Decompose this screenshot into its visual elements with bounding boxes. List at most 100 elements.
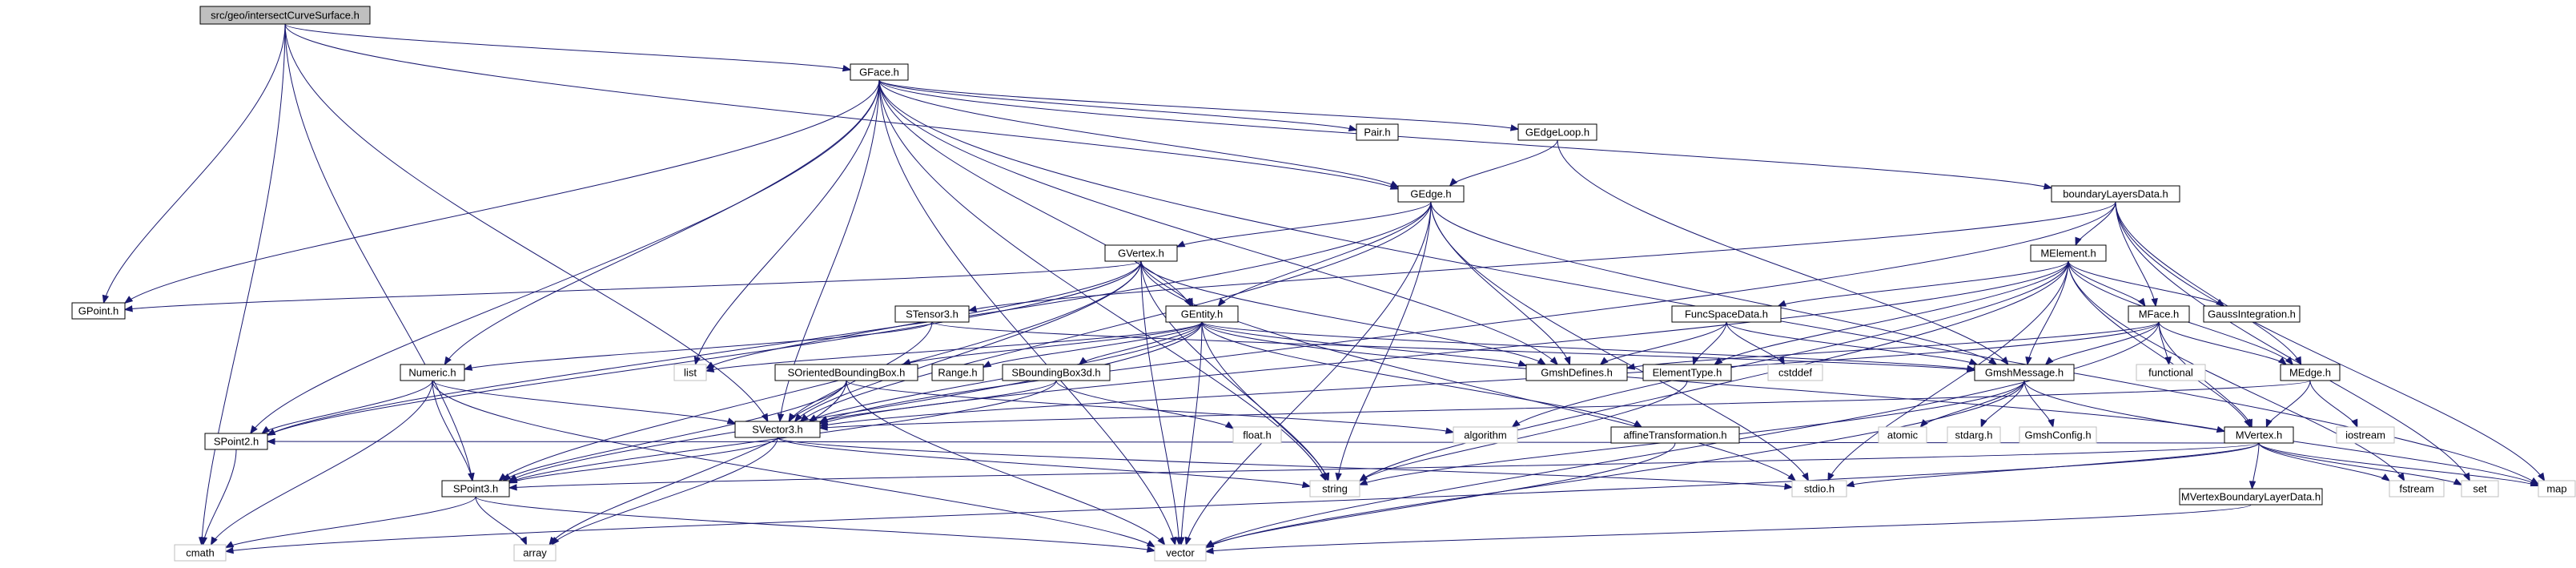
node-box	[1397, 185, 1465, 203]
edge-mvertex-to-spoint2	[266, 437, 2260, 445]
edge-gmshmessage-to-vector	[1204, 380, 2025, 549]
node-funcspace[interactable]: FuncSpaceData.h	[1671, 305, 1782, 323]
node-gentity[interactable]: GEntity.h	[1165, 305, 1239, 323]
node-numeric[interactable]: Numeric.h	[400, 364, 465, 381]
edge-line	[819, 260, 2069, 425]
node-box	[174, 544, 227, 562]
edge-medge-to-svector3	[818, 380, 2311, 431]
edge-root-to-cmath	[198, 23, 286, 546]
node-label: GPoint.h	[78, 305, 119, 317]
edge-line	[1600, 321, 1727, 365]
node-elementtype[interactable]: ElementType.h	[1642, 364, 1732, 381]
edge-line	[1176, 201, 1432, 248]
arrow-head	[1146, 546, 1156, 553]
node-spoint3[interactable]: SPoint3.h	[441, 480, 510, 498]
node-list: list	[673, 364, 707, 381]
node-spoint2[interactable]: SPoint2.h	[204, 433, 268, 450]
node-box	[1453, 426, 1518, 444]
edge-line	[225, 496, 476, 548]
edge-gface-to-vector	[878, 79, 1177, 546]
edge-gedge-to-gmshmessage	[1430, 201, 1998, 365]
node-vector: vector	[1154, 544, 1207, 562]
node-box	[2179, 488, 2323, 506]
edge-numeric-to-spoint2	[261, 380, 433, 434]
edge-line	[1205, 504, 2252, 553]
edge-line	[1557, 139, 2009, 365]
edge-gvertex-to-gpoint	[123, 260, 1142, 312]
edge-line	[1205, 380, 2025, 548]
edge-gentity-to-spoint3	[508, 321, 1203, 482]
node-label: stdarg.h	[1955, 429, 1993, 441]
edge-mface-to-gmshdefines	[1626, 321, 2160, 370]
edge-mvbld-to-vector	[1204, 504, 2252, 554]
node-gedge[interactable]: GEdge.h	[1397, 185, 1465, 203]
edge-line	[1359, 380, 1688, 481]
node-gvertex[interactable]: GVertex.h	[1104, 244, 1178, 262]
node-root[interactable]: src/geo/intersectCurveSurface.h	[199, 6, 371, 25]
arrow-head	[1224, 421, 1235, 429]
node-sbb3d[interactable]: SBoundingBox3d.h	[1002, 364, 1111, 381]
arrow-head	[266, 429, 276, 436]
edge-line	[1336, 201, 1432, 481]
node-gpoint[interactable]: GPoint.h	[71, 302, 126, 320]
node-mvertex[interactable]: MVertex.h	[2224, 426, 2294, 444]
edge-line	[103, 23, 286, 304]
node-label: GEntity.h	[1181, 308, 1224, 320]
edge-gface-to-numeric	[444, 79, 880, 366]
edge-line	[878, 79, 1357, 131]
edge-line	[1726, 321, 1978, 365]
edge-gentity-to-vector	[1178, 321, 1203, 546]
arrow-head	[761, 413, 769, 423]
node-pair[interactable]: Pair.h	[1356, 123, 1399, 141]
edge-line	[1359, 260, 2069, 481]
edge-line	[284, 23, 769, 422]
node-svector3[interactable]: SVector3.h	[734, 421, 821, 438]
node-range[interactable]: Range.h	[931, 364, 984, 381]
edge-line	[2115, 201, 2470, 481]
node-label: array	[523, 547, 547, 559]
node-label: MVertexBoundaryLayerData.h	[2181, 491, 2321, 503]
arrow-head	[2216, 299, 2225, 307]
node-box	[1154, 544, 1207, 562]
node-label: fstream	[2399, 483, 2433, 495]
edge-melement-to-elementtype	[1714, 260, 2069, 365]
edge-mvertex-to-spoint3	[508, 442, 2260, 491]
node-melement[interactable]: MElement.h	[2030, 244, 2107, 262]
arrow-head	[794, 413, 803, 423]
node-gface[interactable]: GFace.h	[850, 63, 909, 81]
node-medge[interactable]: MEdge.h	[2280, 364, 2341, 381]
node-mface[interactable]: MFace.h	[2128, 305, 2190, 323]
node-soriented[interactable]: SOrientedBoundingBox.h	[774, 364, 918, 381]
node-gaussint[interactable]: GaussIntegration.h	[2203, 305, 2301, 323]
edge-line	[1430, 201, 1997, 365]
node-map: map	[2538, 480, 2576, 498]
node-gedgeloop[interactable]: GEdgeLoop.h	[1517, 123, 1597, 141]
arrow-head	[2397, 472, 2405, 482]
node-box	[1356, 123, 1399, 141]
edge-line	[779, 79, 880, 422]
node-box	[2051, 185, 2180, 203]
arrow-head	[1845, 480, 1855, 488]
node-box	[204, 433, 268, 450]
node-mvbld[interactable]: MVertexBoundaryLayerData.h	[2179, 488, 2323, 506]
node-label: Range.h	[938, 367, 977, 379]
edge-line	[508, 321, 1203, 481]
arrow-head	[2048, 418, 2055, 429]
node-boundarylayers[interactable]: boundaryLayersData.h	[2051, 185, 2180, 203]
node-affine[interactable]: affineTransformation.h	[1610, 426, 1740, 444]
arrow-head	[1787, 473, 1797, 481]
node-stensor3[interactable]: STensor3.h	[894, 305, 970, 323]
arrow-head	[2277, 357, 2288, 365]
node-label: GmshDefines.h	[1541, 367, 1613, 379]
node-gmshmessage[interactable]: GmshMessage.h	[1974, 364, 2075, 381]
arrow-head	[1157, 536, 1166, 546]
node-box	[774, 364, 918, 381]
node-gmshdefines[interactable]: GmshDefines.h	[1525, 364, 1628, 381]
edge-line	[878, 79, 1176, 546]
arrow-head	[1919, 419, 1928, 429]
arrow-head	[2463, 472, 2470, 482]
node-box	[71, 302, 126, 320]
node-box	[1791, 480, 1847, 498]
node-box	[1610, 426, 1740, 444]
